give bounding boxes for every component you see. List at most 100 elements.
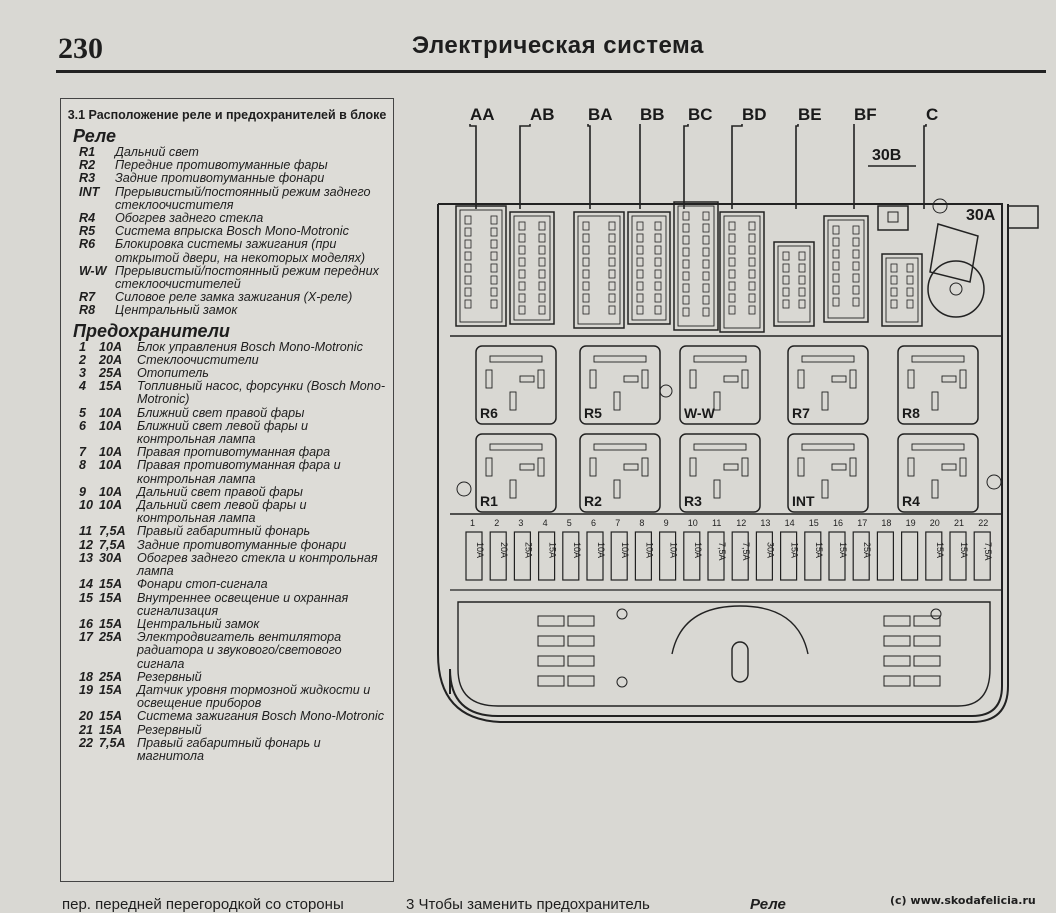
relay-pin	[959, 457, 967, 477]
fuse-slot-number: 11	[712, 518, 721, 528]
connector-pin	[636, 269, 644, 279]
relay-pin	[849, 369, 857, 389]
relay-pin	[509, 479, 517, 499]
connector-pin	[464, 275, 472, 285]
fuse-slot-number: 9	[664, 518, 669, 528]
fuse-description: Правая противотуманная фара и контрольна…	[137, 458, 341, 486]
relay-label: R7	[792, 405, 810, 421]
connector-pin	[490, 263, 498, 273]
connector-pin	[464, 215, 472, 225]
relay-code: R1	[79, 145, 96, 159]
relay-pin	[713, 479, 721, 499]
fuse-rating: 25A	[99, 366, 123, 381]
header-rule	[56, 70, 1046, 73]
relay-description: Блокировка системы зажигания (при открыт…	[115, 237, 366, 265]
relay-label: R3	[684, 493, 702, 509]
connector-pin	[608, 257, 616, 267]
connector-pin	[728, 233, 736, 243]
connector-pin	[906, 275, 914, 285]
fuse-number: 10	[79, 498, 94, 513]
connector-pin	[636, 293, 644, 303]
fuse-number: 11	[79, 524, 93, 539]
connector-pin	[518, 245, 526, 255]
fuse-slot-number: 7	[615, 518, 620, 528]
label-30b: 30B	[872, 147, 901, 164]
fuse-number: 17	[79, 630, 94, 645]
fuse-slot	[852, 531, 870, 581]
connector-label: BD	[742, 105, 767, 124]
label-30a: 30A	[966, 207, 996, 224]
connector-pin	[490, 215, 498, 225]
relay-pin	[801, 355, 855, 363]
connector-pin	[798, 263, 806, 273]
relay-socket	[897, 345, 979, 425]
watermark: (с) www.skodafelicia.ru	[890, 894, 1036, 907]
connector-pin	[682, 259, 690, 269]
fuse-slot-number: 6	[591, 518, 596, 528]
connector-pin	[518, 221, 526, 231]
fuse-slot-number: 16	[833, 518, 843, 528]
relay-pin	[831, 463, 847, 471]
connector-pin	[682, 307, 690, 317]
relay-pin	[797, 457, 805, 477]
relay-socket	[475, 433, 557, 513]
footer-mid-text: 3 Чтобы заменить предохранитель	[406, 896, 650, 913]
connector-pin	[608, 269, 616, 279]
spare-fuse-holder	[537, 635, 565, 647]
connector-pin	[654, 221, 662, 231]
fuse-description: Датчик уровня тормозной жидкости и освещ…	[137, 682, 371, 711]
relay-description: Обогрев заднего стекла	[115, 211, 264, 226]
connector-pin	[906, 299, 914, 309]
relay-label: R4	[902, 493, 920, 509]
connector-pin	[728, 269, 736, 279]
connector-pin	[798, 251, 806, 261]
fuse-slot	[973, 531, 991, 581]
fuse-number: 5	[79, 405, 87, 420]
relay-code: R8	[79, 303, 96, 318]
fuse-slot	[683, 531, 701, 581]
connector-block-inner	[577, 215, 621, 325]
fuse-slot	[465, 531, 483, 581]
connector-pin	[852, 249, 860, 259]
relay-code: R5	[79, 224, 96, 239]
fuse-rating: 7,5A	[99, 735, 126, 750]
fuse-slot-number: 12	[736, 518, 746, 528]
fuse-description: Фонари стоп-сигнала	[137, 577, 268, 592]
fuse-number: 22	[79, 735, 94, 750]
connector-pin	[636, 233, 644, 243]
fuse-rating: 15A	[99, 722, 123, 737]
connector-pin	[748, 257, 756, 267]
connector-label: C	[926, 105, 938, 124]
fuse-slot-number: 1	[470, 518, 475, 528]
relay-label: R6	[480, 405, 498, 421]
connector-pin	[538, 221, 546, 231]
fuse-number: 7	[79, 445, 87, 460]
relay-pin	[941, 375, 957, 383]
fuse-number: 4	[79, 379, 87, 394]
connector-leader	[587, 124, 591, 209]
connector-pin	[782, 299, 790, 309]
connector-pin	[890, 287, 898, 297]
spare-fuse-holder	[913, 615, 941, 627]
fuse-description: Центральный замок	[137, 616, 260, 631]
fuse-description: Блок управления Bosch Mono-Motronic	[137, 339, 363, 354]
fuse-number: 3	[79, 366, 87, 381]
connector-block	[773, 241, 815, 327]
connector-pin	[490, 227, 498, 237]
fuse-slot-rating: 10A	[475, 542, 485, 558]
fuse-rating: 7,5A	[99, 537, 126, 552]
fuse-slot-number: 18	[881, 518, 891, 528]
connector-block-inner	[777, 245, 811, 323]
connector-pin	[654, 293, 662, 303]
connector-pin	[464, 287, 472, 297]
connector-block-inner	[513, 215, 551, 321]
